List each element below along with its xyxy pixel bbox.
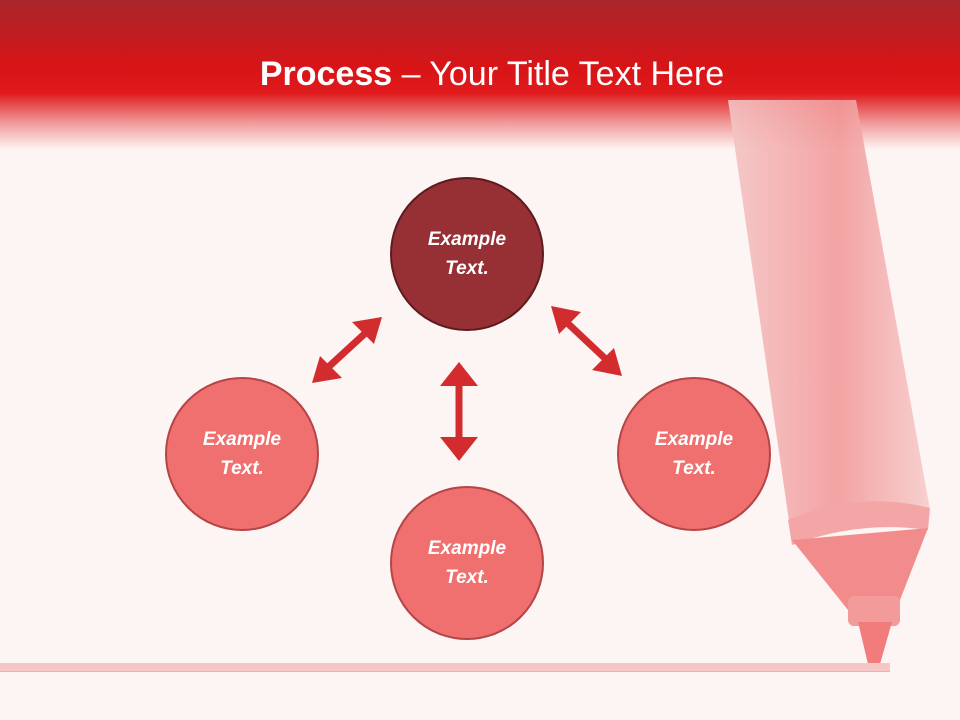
node-left-label: Example Text. xyxy=(202,429,282,479)
pen-collar xyxy=(788,501,930,545)
pen-tip-holder xyxy=(848,596,900,626)
node-top-label: Example Text. xyxy=(427,229,507,279)
arrow-top-bottom xyxy=(440,362,478,461)
title-bold: Process xyxy=(259,55,393,93)
node-bottom-label: Example Text. xyxy=(427,538,507,588)
pen-cone xyxy=(792,528,928,610)
arrow-top-right xyxy=(551,306,622,376)
pen-barrel xyxy=(728,100,930,528)
node-right-label: Example Text. xyxy=(654,429,734,479)
paper-edge xyxy=(0,663,890,672)
arrow-top-left xyxy=(312,317,382,383)
pen-nib xyxy=(858,622,892,668)
node-right: Example Text. xyxy=(617,377,771,531)
node-left: Example Text. xyxy=(165,377,319,531)
node-bottom: Example Text. xyxy=(390,486,544,640)
title-rest: – Your Title Text Here xyxy=(392,55,725,93)
node-top: Example Text. xyxy=(390,177,544,331)
slide-title: Process – Your Title Text Here xyxy=(0,52,960,96)
